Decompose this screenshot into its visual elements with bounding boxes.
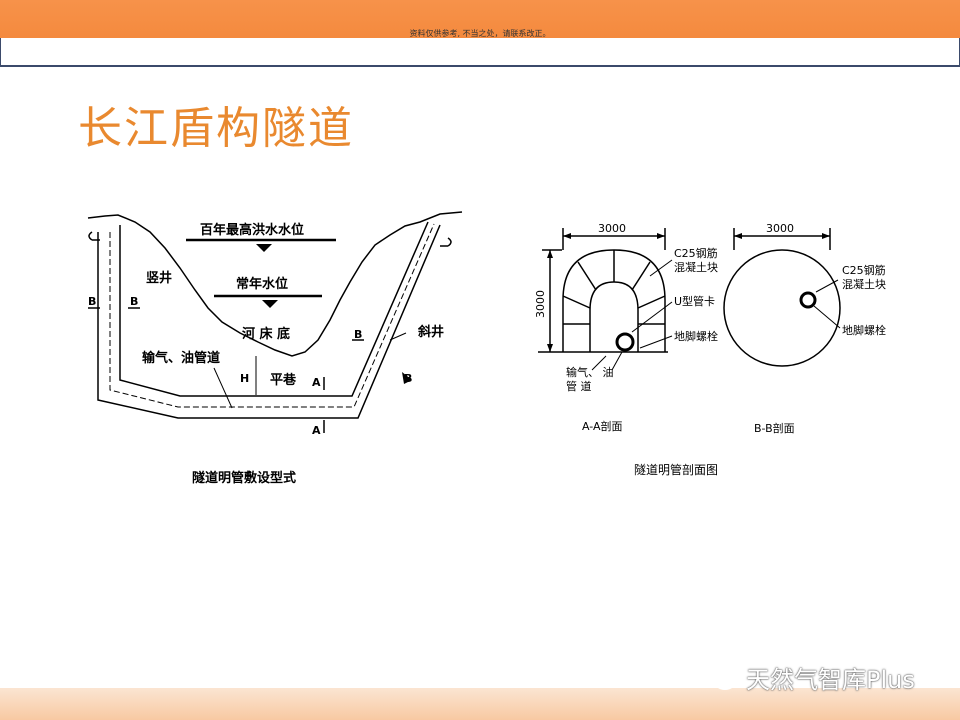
riverbed-label: 河 床 底	[242, 326, 290, 342]
aa-concrete-label-2: 混凝土块	[674, 260, 718, 274]
bb-outer-circle	[723, 249, 841, 367]
aa-pipe-label-1: 输气、 油	[566, 365, 614, 379]
bb-width-dim: 3000	[766, 222, 794, 235]
bb-caption: B-B剖面	[754, 421, 795, 435]
left-diagram-caption: 隧道明管敷设型式	[192, 470, 296, 486]
wechat-icon	[703, 665, 736, 690]
section-b-left2: B	[130, 295, 138, 308]
aa-width-dim: 3000	[598, 222, 626, 235]
bb-pipe	[799, 291, 817, 309]
flood-level-marker	[256, 244, 272, 252]
footer-bar	[0, 688, 960, 720]
inclined-shaft-label: 斜井	[417, 324, 444, 340]
vertical-shaft-inner	[119, 221, 429, 397]
aa-caption: A-A剖面	[582, 419, 623, 433]
aa-concrete-label-1: C25钢筋	[674, 246, 718, 260]
slide-title: 长江盾构隧道	[78, 103, 354, 154]
aa-anchor-bolt-label: 地脚螺栓	[674, 329, 718, 343]
pipeline-dashed	[109, 223, 435, 408]
header-frame	[0, 38, 960, 67]
aa-inner-arch	[589, 281, 639, 352]
header-bar	[0, 0, 960, 38]
normal-level-marker	[262, 300, 278, 308]
depth-label: H	[240, 372, 249, 385]
aa-pipe	[615, 332, 635, 352]
section-a-bottom: A	[312, 424, 321, 437]
section-b-right: B	[354, 328, 362, 341]
vertical-shaft-label: 竖井	[146, 270, 172, 286]
vertical-shaft-outer	[97, 224, 441, 419]
watermark: 天然气智库Plus	[702, 660, 915, 695]
bb-concrete-label-1: C25钢筋	[842, 263, 886, 277]
disclaimer-text: 资料仅供参考, 不当之处，请联系改正。	[409, 29, 551, 38]
aa-height-dim: 3000	[534, 290, 547, 318]
flood-level-label: 百年最高洪水水位	[200, 222, 304, 238]
section-b-right2: B	[404, 372, 412, 385]
bb-anchor-bolt-label: 地脚螺栓	[842, 323, 886, 337]
bb-concrete-label-2: 混凝土块	[842, 277, 886, 291]
normal-level-label: 常年水位	[236, 276, 288, 292]
section-a-top: A	[312, 376, 321, 389]
watermark-text: 天然气智库Plus	[746, 666, 915, 694]
aa-pipe-clamp-label: U型管卡	[674, 294, 715, 308]
pipeline-label: 输气、油管道	[142, 350, 220, 366]
riverbed-outline	[87, 211, 463, 357]
aa-pipe-label-2: 管 道	[566, 379, 592, 393]
right-diagram-caption: 隧道明管剖面图	[634, 462, 718, 477]
section-b-left: B	[88, 295, 96, 308]
horizontal-tunnel-label: 平巷	[270, 372, 297, 388]
